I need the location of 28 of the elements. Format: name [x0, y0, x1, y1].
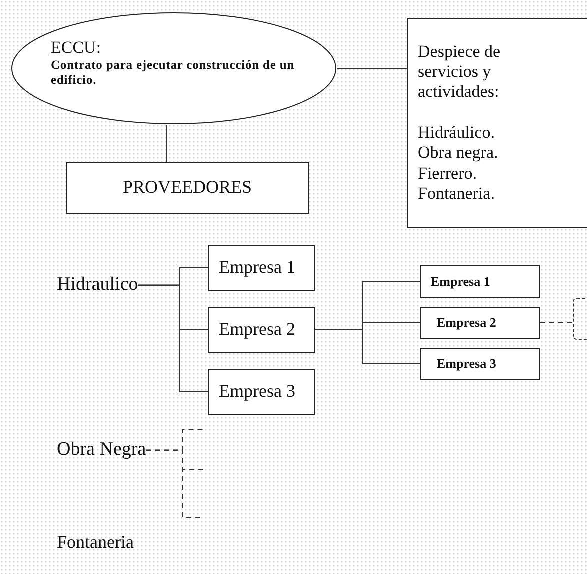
process-box [420, 307, 540, 339]
process-box [208, 245, 315, 291]
process-box [420, 265, 540, 298]
process-box [420, 348, 540, 380]
box-text: Empresa 1 [219, 257, 296, 279]
box-text: Empresa 1 [431, 274, 490, 290]
connector-line [314, 330, 420, 364]
process-box [208, 369, 315, 415]
process-box [208, 307, 315, 353]
connector-line [138, 284, 208, 392]
box-text: Empresa 3 [219, 381, 296, 403]
box-text: Despiece de servicios y actividades: [418, 42, 502, 103]
box-text: PROVEEDORES [122, 177, 252, 199]
process-box [66, 162, 309, 214]
branch-label: Obra Negra [57, 439, 146, 462]
connector-line [540, 322, 574, 324]
connector-line [146, 450, 200, 518]
connector-line [336, 68, 408, 69]
branch-label: Hidraulico [57, 274, 138, 297]
box-text: Hidráulico. Obra negra. Fierrero. Fontaneria. [418, 122, 500, 204]
box-text: Empresa 2 [219, 319, 296, 341]
branch-label: Fontaneria [57, 532, 134, 553]
box-text: Empresa 3 [437, 356, 496, 372]
ellipse-heading: ECCU: [51, 38, 102, 58]
box-text: Empresa 2 [437, 315, 496, 331]
connector-line [166, 124, 168, 162]
process-box [407, 18, 587, 228]
ellipse-text: Contrato para ejecutar construcción de un edificio. [51, 58, 296, 88]
